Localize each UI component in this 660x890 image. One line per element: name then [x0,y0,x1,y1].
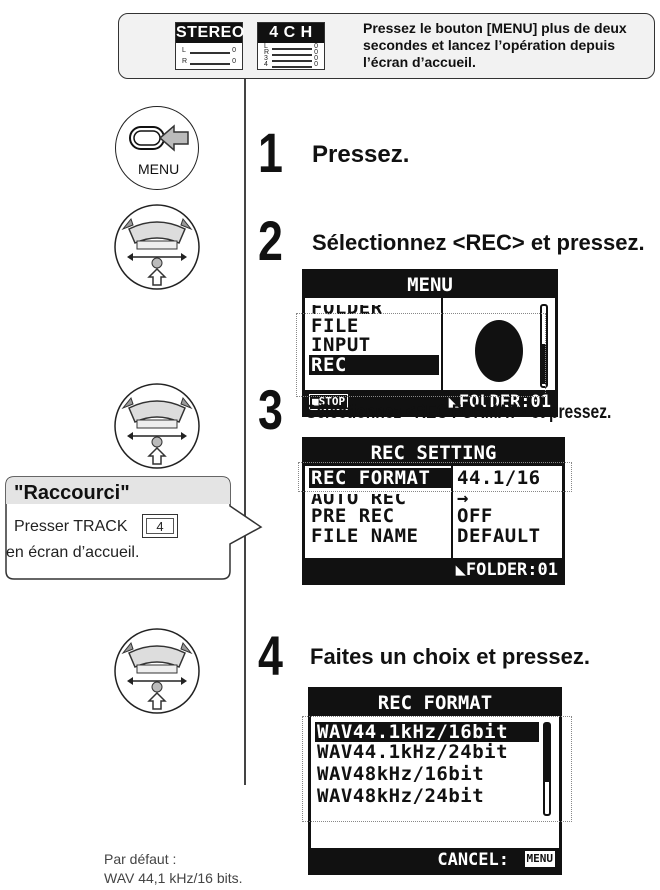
shortcut-title: "Raccourci" [14,482,130,504]
lcd-format-item: WAV44.1kHz/24bit [317,741,509,763]
lcd-format-item: WAV48kHz/16bit [317,763,485,785]
lcd-stop-label: ■STOP [309,394,349,410]
banner-instruction: Pressez le bouton [MENU] plus de deux se… [363,20,627,70]
selection-highlight [302,716,572,822]
scroll-dial-icon [114,628,200,714]
lcd-format-item-selected: WAV44.1kHz/16bit [315,722,539,742]
lcd-menu-item: FILE [311,315,359,337]
lcd-setting-name-selected: REC FORMAT [309,468,451,488]
lcd-setting-name: FILE NAME [311,525,419,547]
lcd-menu-tag: MENU [524,851,555,867]
lcd-setting-name: AUTO REC [311,487,407,509]
lcd-menu-screen: MENU FOLDER FILE INPUT REC ■STOP ◣FOLDER… [302,269,558,417]
lcd-menu-item: FOLDER [311,297,383,319]
menu-button-icon [129,124,189,152]
scroll-dial-icon [114,204,200,290]
lcd-rec-setting-footer: ◣FOLDER:01 [305,558,562,582]
shortcut-line-1: Presser TRACK [14,518,128,535]
selection-highlight [296,313,546,397]
selection-highlight [298,462,572,492]
lcd-menu-footer: ■STOP ◣FOLDER:01 [305,390,555,414]
lcd-menu-item: INPUT [311,334,371,356]
lcd-rec-format-screen: REC FORMAT WAV44.1kHz/16bit WAV44.1kHz/2… [308,687,562,875]
menu-button-illustration[interactable]: MENU [115,106,199,190]
lcd-menu-item-selected: REC [309,355,439,375]
step-4-text: Faites un choix et pressez. [310,644,590,669]
scroll-dial-icon [114,383,200,469]
lcd-setting-value: DEFAULT [457,525,541,547]
lcd-setting-value: → [457,487,469,509]
shortcut-callout-bubble [5,476,263,580]
lcd-setting-name: PRE REC [311,505,395,527]
lcd-rec-format-footer: CANCEL: MENU [311,848,559,872]
lcd-rec-dot-icon [475,320,523,382]
step-3-text: Sélectionnez <REC FORMAT> et pressez. [306,402,612,423]
lcd-folder-label: ◣FOLDER:01 [455,560,558,580]
track-4-key-label: 4 [146,518,174,534]
default-note-line-2: WAV 44,1 kHz/16 bits. [104,870,243,886]
lcd-rec-setting-title: REC SETTING [305,440,562,466]
menu-button-label: MENU [138,161,180,177]
divider-line [244,79,246,785]
track-4-key: 4 [142,514,178,538]
4ch-label: 4 C H [258,23,324,43]
lcd-scrollbar [543,722,551,816]
default-note-line-1: Par défaut : [104,851,177,867]
step-4-number: 4 [258,624,283,687]
lcd-setting-value: OFF [457,505,493,527]
step-1-text: Pressez. [312,141,410,168]
lcd-rec-setting-screen: REC SETTING REC FORMAT 44.1/16 AUTO REC … [302,437,565,585]
step-1-number: 1 [258,121,283,184]
lcd-format-item: WAV48kHz/24bit [317,785,485,807]
step-2-text: Sélectionnez <REC> et pressez. [312,230,645,255]
lcd-cancel-label: CANCEL: [437,850,509,870]
lcd-menu-title: MENU [305,272,555,298]
lcd-setting-value: 44.1/16 [457,467,541,489]
lcd-scrollbar [540,304,548,388]
stereo-label: STEREO [176,23,245,43]
step-2-number: 2 [258,209,283,272]
step-3-number: 3 [258,378,283,441]
lcd-folder-label: ◣FOLDER:01 [448,392,551,412]
shortcut-line-2: en écran d’accueil. [6,544,140,561]
lcd-rec-format-title: REC FORMAT [311,690,559,716]
